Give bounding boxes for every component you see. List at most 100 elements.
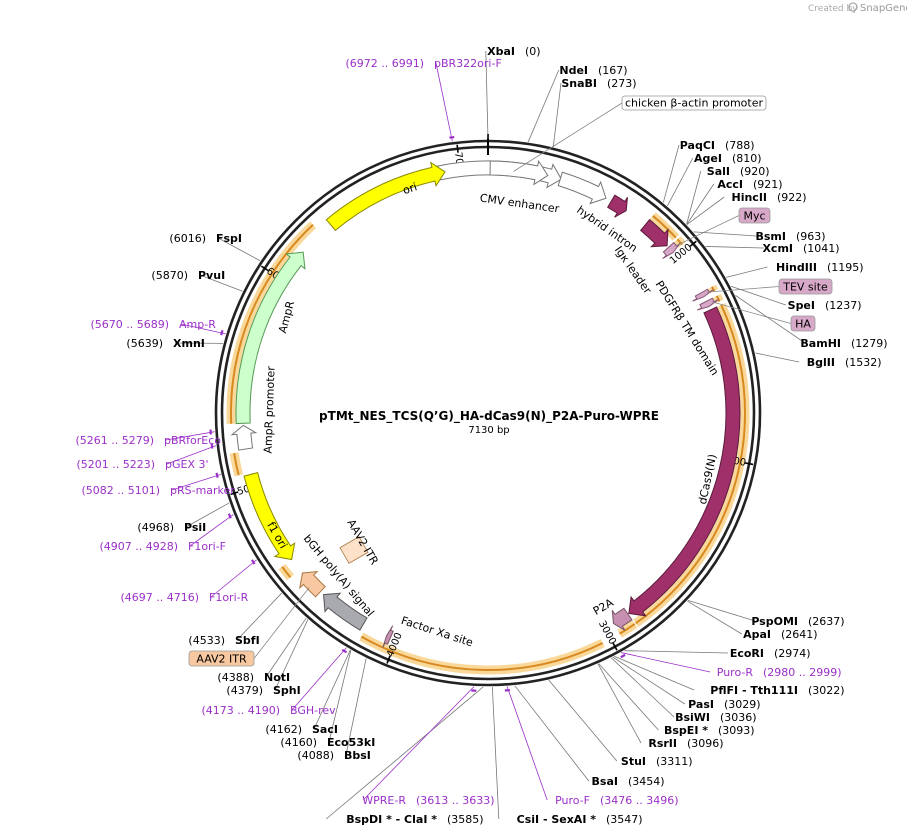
site-pos-csii-sexai: (3547) <box>606 813 643 826</box>
site-leader-pgex-3 <box>166 445 217 465</box>
site-pos-noti: (4388) <box>217 671 254 684</box>
site-pos-psii: (4968) <box>137 521 174 534</box>
primer-mark-bgh-rev <box>341 648 348 654</box>
map-title: pTMt_NES_TCS(Q’G)_HA-dCas9(N)_P2A-Puro-W… <box>319 409 659 424</box>
site-pos-f1ori-f: (4907 .. 4928) <box>99 540 178 553</box>
site-leader-amp-r <box>180 323 226 335</box>
map-length: 7130 bp <box>468 425 509 436</box>
brand: Created by SnapGene <box>808 2 907 14</box>
site-pos-agei: (810) <box>732 152 762 165</box>
site-pos-hincii: (922) <box>777 191 807 204</box>
site-leader-f1ori-f <box>189 514 234 547</box>
site-pos-bglii: (1532) <box>845 356 882 369</box>
site-leader-sphi <box>274 619 309 691</box>
site-pos-rsrii: (3096) <box>687 737 724 750</box>
tick-mark <box>745 462 754 466</box>
site-pos-bbsi: (4088) <box>297 749 334 762</box>
callout-leader-chicken-actin-promoter <box>513 102 623 172</box>
site-leader-bsai <box>514 685 590 782</box>
highlight-line-seg-3 <box>259 224 314 294</box>
feature-label-ampr-promoter: AmpR promoter <box>261 365 277 453</box>
primer-mark-f1ori-f <box>227 513 232 519</box>
site-name-hincii: HincII <box>731 191 767 204</box>
site-name-sbfi: SbfI <box>235 634 260 647</box>
site-pos-snabi: (273) <box>607 77 637 90</box>
feature-arrow-hybrid-intron <box>557 171 607 205</box>
highlight-line-tev-site <box>711 286 716 292</box>
site-name-xcmi: XcmI <box>762 242 793 255</box>
callout-box-chicken-actin-promoter <box>621 95 767 111</box>
tick-mark <box>612 642 618 651</box>
site-name-agei: AgeI <box>694 152 722 165</box>
feature-arrow-ha <box>696 297 719 311</box>
site-leader-ndei <box>527 69 560 143</box>
site-name-hindiii: HindIII <box>776 261 817 274</box>
aav2-itr-inner-box: AAV2 ITR <box>339 517 381 567</box>
feature-arrow-p2a <box>611 607 633 631</box>
site-leader-prs-marker <box>171 474 222 491</box>
callout-label-aav2-itr: AAV2 ITR <box>196 653 247 666</box>
site-name-f1ori-f: F1ori-F <box>188 540 226 553</box>
site-leader-bglii <box>755 352 800 363</box>
site-leader-saci <box>313 649 351 730</box>
site-pos-bgh-rev: (4173 .. 4190) <box>201 704 280 717</box>
highlight-line-myc <box>676 238 683 246</box>
highlight-line-seg-0 <box>360 635 604 671</box>
site-name-csii-sexai: CsiI - SexAI * <box>517 813 597 826</box>
highlight-layer <box>226 212 750 675</box>
site-name-pgex-3: pGEX 3' <box>165 458 209 471</box>
site-pos-bspei: (3093) <box>718 724 755 737</box>
site-pos-ecori: (2974) <box>774 647 811 660</box>
site-name-prs-marker: pRS-marker <box>170 484 235 497</box>
site-name-sali: SalI <box>707 165 730 178</box>
site-pos-ndei: (167) <box>598 64 628 77</box>
primer-mark-amp-r <box>220 330 224 336</box>
site-leader-bsmi <box>693 231 757 237</box>
site-leader-f1ori-r <box>210 559 257 598</box>
site-pos-pflfi-tth111i: (3022) <box>808 684 845 697</box>
feature-label-cmv-enhancer: CMV enhancer <box>479 192 560 216</box>
feature-arrow-ig-leader <box>607 194 628 218</box>
site-leader-snabi <box>552 82 562 147</box>
site-leader-puro-f <box>506 686 548 801</box>
site-pos-acci: (921) <box>753 178 783 191</box>
feature-arrow-pdgfr-tm-domain <box>639 218 669 248</box>
site-leader-bbsi <box>345 658 367 756</box>
site-leaders <box>165 50 806 820</box>
site-leader-noti <box>265 617 307 678</box>
site-name-eco53ki: Eco53kI <box>327 736 375 749</box>
site-pos-sbfi: (4533) <box>188 634 225 647</box>
site-leader-puro-r <box>620 652 711 673</box>
site-pos-xmni: (5639) <box>126 337 163 350</box>
feature-arrow-factor-xa-site <box>382 625 394 648</box>
site-pos-spei: (1237) <box>825 299 862 312</box>
site-name-bgh-rev: BGH-rev <box>290 704 336 717</box>
site-name-paqci: PaqCI <box>680 139 715 152</box>
site-pos-pspomi: (2637) <box>808 615 845 628</box>
callout-box-myc <box>738 207 771 224</box>
callout-box-tev-site <box>778 278 833 295</box>
site-leader-bgh-rev <box>291 647 347 711</box>
callout-label-myc: Myc <box>743 210 765 223</box>
site-name-bsmi: BsmI <box>756 230 787 243</box>
feature-label-ori: ori <box>401 180 419 197</box>
site-pos-pbrforeco: (5261 .. 5279) <box>75 434 154 447</box>
site-pos-wpre-r: (3613 .. 3633) <box>416 794 495 807</box>
site-name-pbr322ori-f: pBR322ori-F <box>434 57 502 70</box>
highlight-line-p2a <box>619 623 636 635</box>
site-leader-ecori <box>624 650 729 654</box>
site-name-bsiwi: BsiWI <box>675 711 710 724</box>
site-leader-sali <box>686 170 702 225</box>
aav2-itr-inner-shape <box>339 536 369 564</box>
site-leader-csii-sexai <box>491 686 500 820</box>
tick-mark <box>689 240 697 247</box>
site-name-rsrii: RsrII <box>648 737 677 750</box>
site-leader-agei <box>667 157 694 207</box>
site-leader-hincii <box>686 196 725 225</box>
site-leader-wpre-r <box>362 686 475 801</box>
site-pos-fspi: (6016) <box>169 232 206 245</box>
feature-label-hybrid-intron: hybrid intron <box>574 203 640 254</box>
created-by-text: Created by <box>808 4 858 14</box>
primer-mark-pgex-3 <box>210 443 214 449</box>
feature-arrow-aav2-itr <box>299 571 326 598</box>
